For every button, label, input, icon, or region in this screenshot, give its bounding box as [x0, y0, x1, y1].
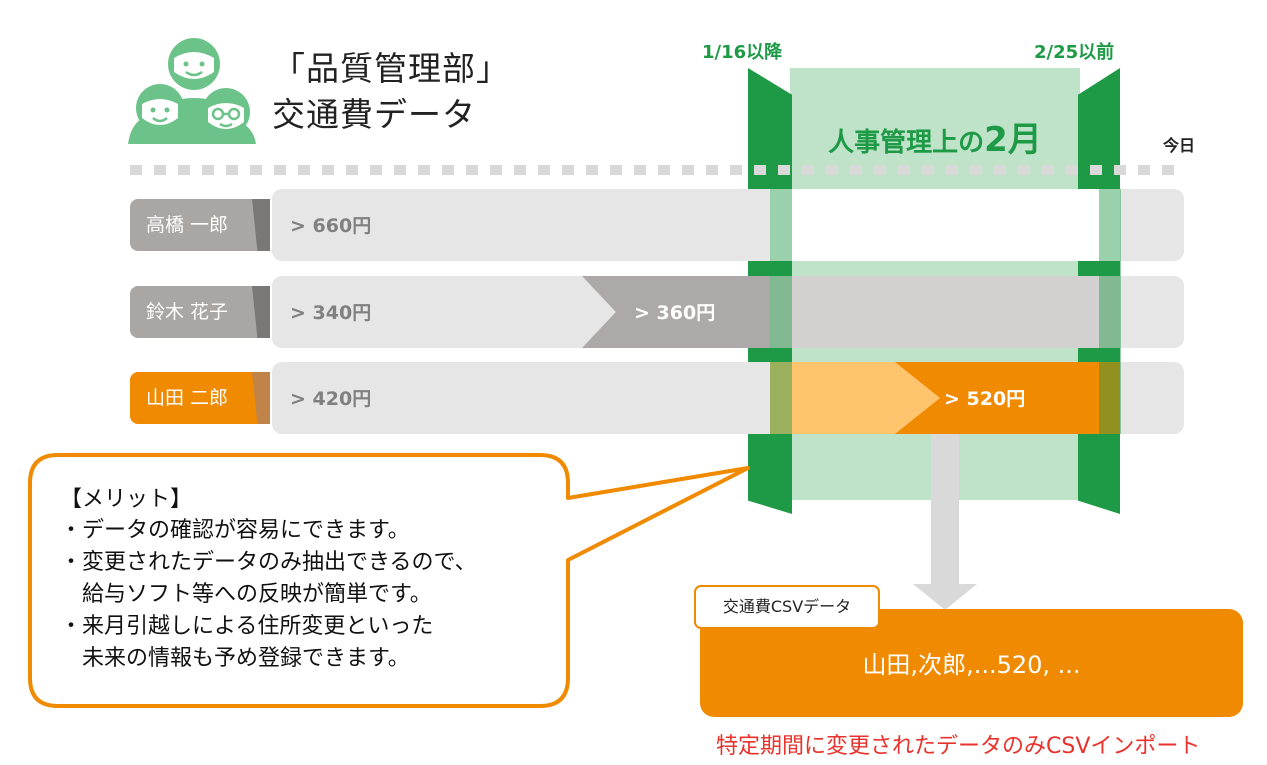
page-title-department: 「品質管理部」: [272, 49, 510, 88]
today-dotted-line: [130, 165, 1180, 175]
csv-import-caption: 特定期間に変更されたデータのみCSVインポート: [716, 734, 1201, 759]
pillar-overlay-right: [1099, 189, 1121, 434]
row-1-initial-value: > 660円: [290, 215, 372, 237]
row-1-period-fill: [770, 189, 1120, 261]
group-people-icon: [128, 38, 256, 144]
period-start-label: 1/16以降: [702, 42, 783, 63]
today-label: 今日: [1163, 136, 1196, 155]
employee-name-tab: 山田 二郎: [130, 372, 270, 424]
csv-data-tag: 交通費CSVデータ: [694, 585, 880, 629]
row-3-initial-value: > 420円: [290, 388, 372, 410]
row-2-initial-value: > 340円: [290, 302, 372, 324]
row-2-period-fill: [770, 276, 1120, 348]
merit-line-2: ・変更されたデータのみ抽出できるので、: [60, 550, 477, 575]
period-label: 人事管理上の2月: [828, 120, 1042, 160]
merit-line-4: ・来月引越しによる住所変更といった: [60, 614, 434, 639]
arrow-down-icon: [913, 434, 977, 610]
row-3-changed-value: > 520円: [944, 388, 1026, 410]
merit-line-5: 未来の情報も予め登録できます。: [60, 646, 410, 671]
pillar-overlay-left: [770, 189, 792, 434]
merit-line-1: ・データの確認が容易にできます。: [60, 518, 410, 543]
merit-line-3: 給与ソフト等への反映が簡単です。: [60, 582, 432, 607]
row-2-changed-value: > 360円: [634, 302, 716, 324]
employee-name-tab: 高橋 一郎: [130, 199, 270, 251]
csv-content: 山田,次郎,...520, ...: [862, 651, 1081, 679]
period-end-label: 2/25以前: [1034, 42, 1115, 63]
page-title: 交通費データ: [272, 95, 476, 134]
merit-title: 【メリット】: [60, 487, 193, 512]
employee-name-tab: 鈴木 花子: [130, 286, 270, 338]
